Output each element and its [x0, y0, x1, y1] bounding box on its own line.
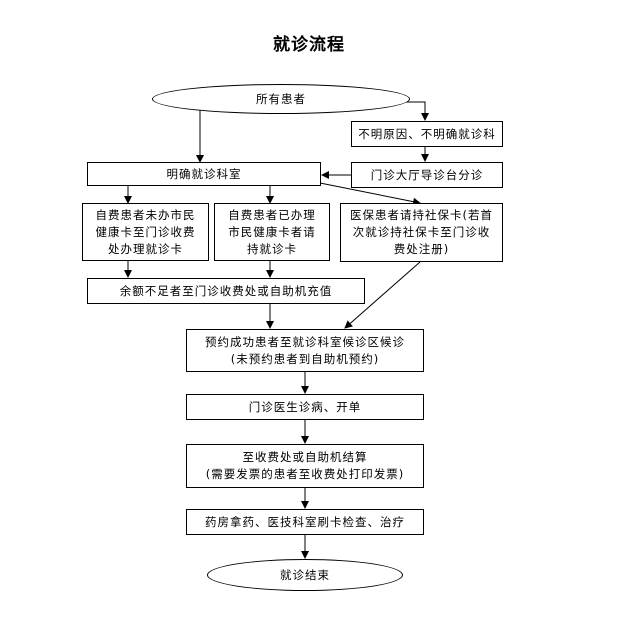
node-unknown-dept: 不明原因、不明确就诊科 [351, 121, 503, 147]
node-all-patients: 所有患者 [152, 84, 410, 114]
node-pharmacy: 药房拿药、医技科室刷卡检查、治疗 [186, 509, 424, 535]
node-self-pay-no-card: 自费患者未办市民 健康卡至门诊收费 处办理就诊卡 [82, 203, 209, 261]
node-booked-wait: 预约成功患者至就诊科室候诊区候诊 (未预约患者到自助机预约) [186, 329, 424, 372]
node-guide-desk: 门诊大厅导诊台分诊 [351, 162, 503, 188]
node-doctor-visit: 门诊医生诊病、开单 [186, 394, 424, 420]
node-confirmed-dept: 明确就诊科室 [87, 162, 321, 186]
node-settlement: 至收费处或自助机结算 (需要发票的患者至收费处打印发票) [186, 444, 424, 488]
arrow-confirmed-to-insured [319, 182, 421, 206]
page-title: 就诊流程 [273, 35, 345, 55]
node-end: 就诊结束 [207, 559, 403, 591]
node-insured: 医保患者请持社保卡(若首 次就诊持社保卡至门诊收 费处注册) [340, 203, 503, 262]
node-low-balance: 余额不足者至门诊收费处或自助机充值 [87, 278, 365, 304]
node-self-pay-with-card: 自费患者已办理 市民健康卡者请 持就诊卡 [214, 203, 330, 261]
arrow-insured-to-wait [344, 261, 421, 329]
